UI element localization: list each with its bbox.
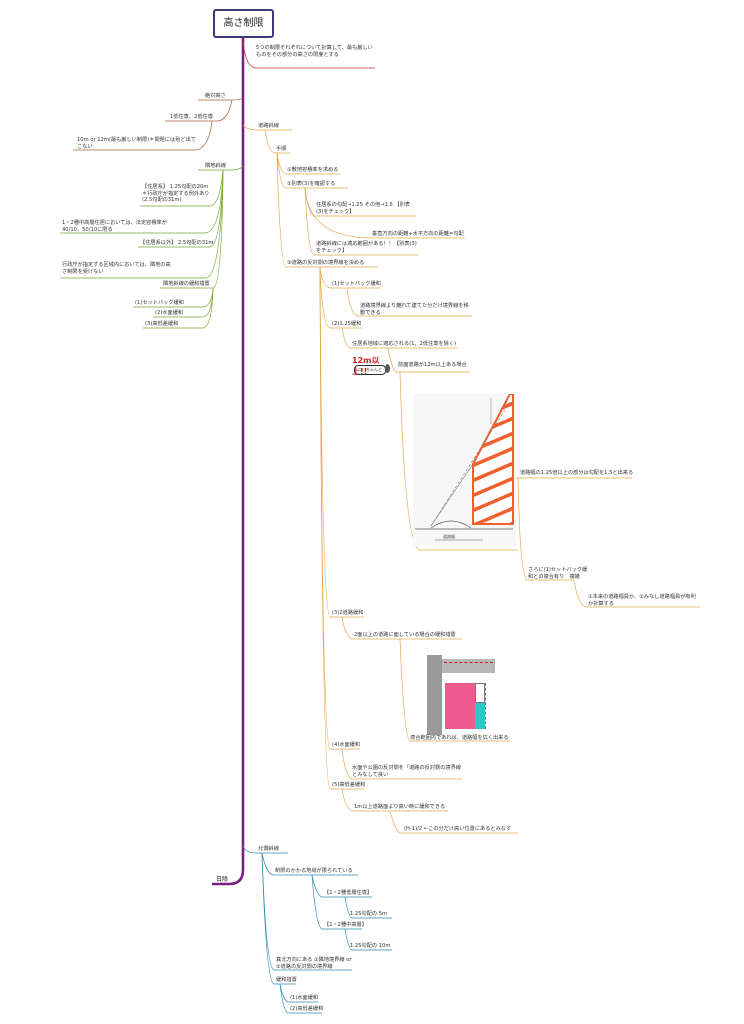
hand-icon xyxy=(385,364,390,373)
road-water-1[interactable]: 水面や公園の反対側を「道路の反対側の境界線とみなして良い xyxy=(352,765,461,778)
road-two[interactable]: (3)2道路緩和 xyxy=(332,610,364,616)
road-step-2[interactable]: ②別表(3)を確認する xyxy=(287,181,336,187)
root-topic[interactable]: 高さ制限 xyxy=(213,9,274,38)
neighbor-item-1[interactable]: 【住居系】 1.25勾配の20m＊行政庁が指定する例外あり(2.5勾配の31m) xyxy=(142,184,210,204)
site-area xyxy=(445,683,475,729)
road-diff-2[interactable]: (H-1)/2 ←この分だけ高い位置にあるとみなす xyxy=(404,826,512,832)
sticker-sub: つ…ちゃんと xyxy=(354,365,386,375)
road-125-c[interactable]: 道路幅の1.25倍以上の部分は勾配を1.5と出来る xyxy=(520,470,634,476)
road-diff-1[interactable]: 1m以上道路面より高い時に緩和できる xyxy=(354,804,446,810)
road-125-a[interactable]: 住居系地域に適応される(1、2低住専を除く) xyxy=(352,341,457,347)
road-125-b[interactable]: 前面道路が12m以上ある場合 xyxy=(398,362,467,368)
figure-label: 道路幅 xyxy=(443,533,455,539)
two-road-figure xyxy=(427,655,495,735)
road-step-2a[interactable]: 住居系の勾配→1.25 その他→1.5 【別表(3)をチェック】 xyxy=(316,202,411,215)
road-diff[interactable]: (5)高低差緩和 xyxy=(332,782,366,788)
road-strip-left xyxy=(427,655,442,735)
road-125-e[interactable]: ①本来の道路幅員か、②みなし道路幅員が有利か計算する xyxy=(588,594,696,607)
road-step-2b[interactable]: 垂直方向の距離÷水平方向の距離=勾配 xyxy=(372,231,464,237)
north-f[interactable]: 真北方向にある ①隣地境界線 or ②道路の反対側の境界線 xyxy=(276,957,352,970)
absolute-title[interactable]: 絶対高さ xyxy=(205,93,226,99)
neighbor-relax[interactable]: 隣地斜線の緩和措置 xyxy=(163,281,210,287)
road-two-1[interactable]: 2面以上の道路に面している場合の緩和措置 xyxy=(354,632,456,638)
road-title[interactable]: 道路斜線 xyxy=(258,123,279,129)
neighbor-title[interactable]: 隣地斜線 xyxy=(205,163,226,169)
shadow-title[interactable]: 日陰 xyxy=(216,876,229,883)
sticker-text: 12m以上!! xyxy=(352,356,380,376)
road-procedure[interactable]: 手順 xyxy=(276,146,287,152)
north-e[interactable]: 1.25勾配の 10m xyxy=(350,943,391,949)
absolute-lines xyxy=(73,97,244,151)
north-i[interactable]: (2)高低差緩和 xyxy=(290,1006,324,1012)
north-b[interactable]: 【1・2種低層住専】 xyxy=(324,890,373,896)
neighbor-lines xyxy=(60,165,244,329)
neighbor-relax-1[interactable]: (1)セットバック緩和 xyxy=(135,300,184,306)
absolute-item-2[interactable]: 10m or 12m(最も厳しい制限)＊問題には殆ど出てこない xyxy=(77,137,196,150)
north-lines xyxy=(242,845,392,1014)
north-a[interactable]: 制限のかかる地域が限られている xyxy=(275,868,353,874)
north-g[interactable]: 緩和措置 xyxy=(276,977,297,983)
north-d[interactable]: 【1・2種中高層】 xyxy=(324,922,367,928)
site-area-extra xyxy=(475,703,485,729)
neighbor-relax-2[interactable]: (2)水面緩和 xyxy=(155,310,184,316)
road-step-2c[interactable]: 道路斜線には適応範囲がある！！【別表(3)をチェック】 xyxy=(316,241,417,254)
north-h[interactable]: (1)水面緩和 xyxy=(290,995,319,1001)
intro-line xyxy=(242,41,375,69)
road-water[interactable]: (4)水面緩和 xyxy=(332,742,361,748)
intro-note[interactable]: 5つの制限それぞれについて計算して、最も厳しいものをその部分の高さの限度とする xyxy=(256,45,373,58)
road-125[interactable]: (2)1.25緩和 xyxy=(332,321,362,327)
road-step-1[interactable]: ①敷地容積率を求める xyxy=(287,167,339,173)
north-title[interactable]: 北側斜線 xyxy=(258,846,279,852)
neighbor-relax-3[interactable]: (3)高低差緩和 xyxy=(145,321,179,327)
road-lines xyxy=(242,124,700,834)
neighbor-item-2[interactable]: 1・2種中高層住居においては、法定容積率が40/10、50/10に限る xyxy=(62,220,167,233)
road-step-3[interactable]: ③道路の反対側の境界線を決める xyxy=(287,260,365,266)
sticker-image: 12m以上!! つ…ちゃんと xyxy=(352,355,392,377)
neighbor-item-4[interactable]: 行政庁が指定する区域内においては、隣地の高さ制限を受けない xyxy=(62,262,171,275)
road-setback-1[interactable]: 道路境界線より離れて建てた分だけ境界線を移動できる xyxy=(360,303,469,316)
north-c[interactable]: 1.25勾配の 5m xyxy=(350,911,388,917)
road-width-figure: 道路幅 xyxy=(413,394,516,546)
neighbor-item-3[interactable]: 【住居系以外】 2.5勾配の31m xyxy=(140,240,214,246)
road-125-d[interactable]: さらに(1)セットバック緩和との複合有り 複雑 xyxy=(528,567,588,580)
trunk-line xyxy=(212,34,245,886)
road-setback[interactable]: (1)セットバック緩和 xyxy=(332,281,381,287)
road-two-2[interactable]: 適合範囲内であれば、道路幅を広く出来る xyxy=(410,735,509,741)
absolute-item-1[interactable]: 1低住専、2低住専 xyxy=(170,114,213,120)
